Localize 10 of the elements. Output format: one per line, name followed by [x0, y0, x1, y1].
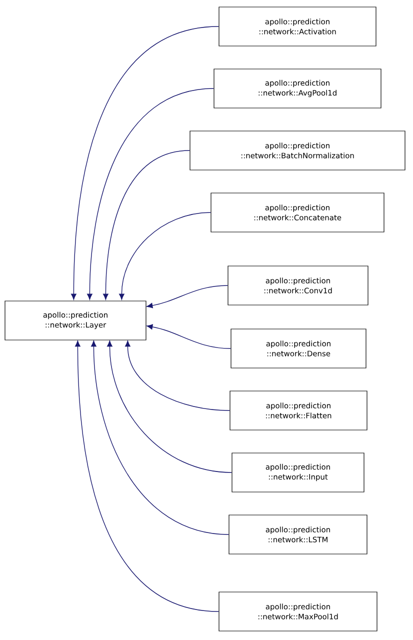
inheritance-arrow — [107, 340, 232, 473]
inheritance-arrow — [146, 324, 232, 349]
inheritance-arrow — [119, 212, 212, 300]
inheritance-arrow — [125, 340, 230, 411]
inheritance-arrow — [75, 340, 220, 612]
inheritance-arrow — [87, 88, 214, 300]
inheritance-arrow — [91, 340, 230, 535]
inheritance-arrow — [146, 285, 228, 308]
inheritance-arrow — [103, 150, 190, 300]
inheritance-arrow — [71, 26, 220, 300]
